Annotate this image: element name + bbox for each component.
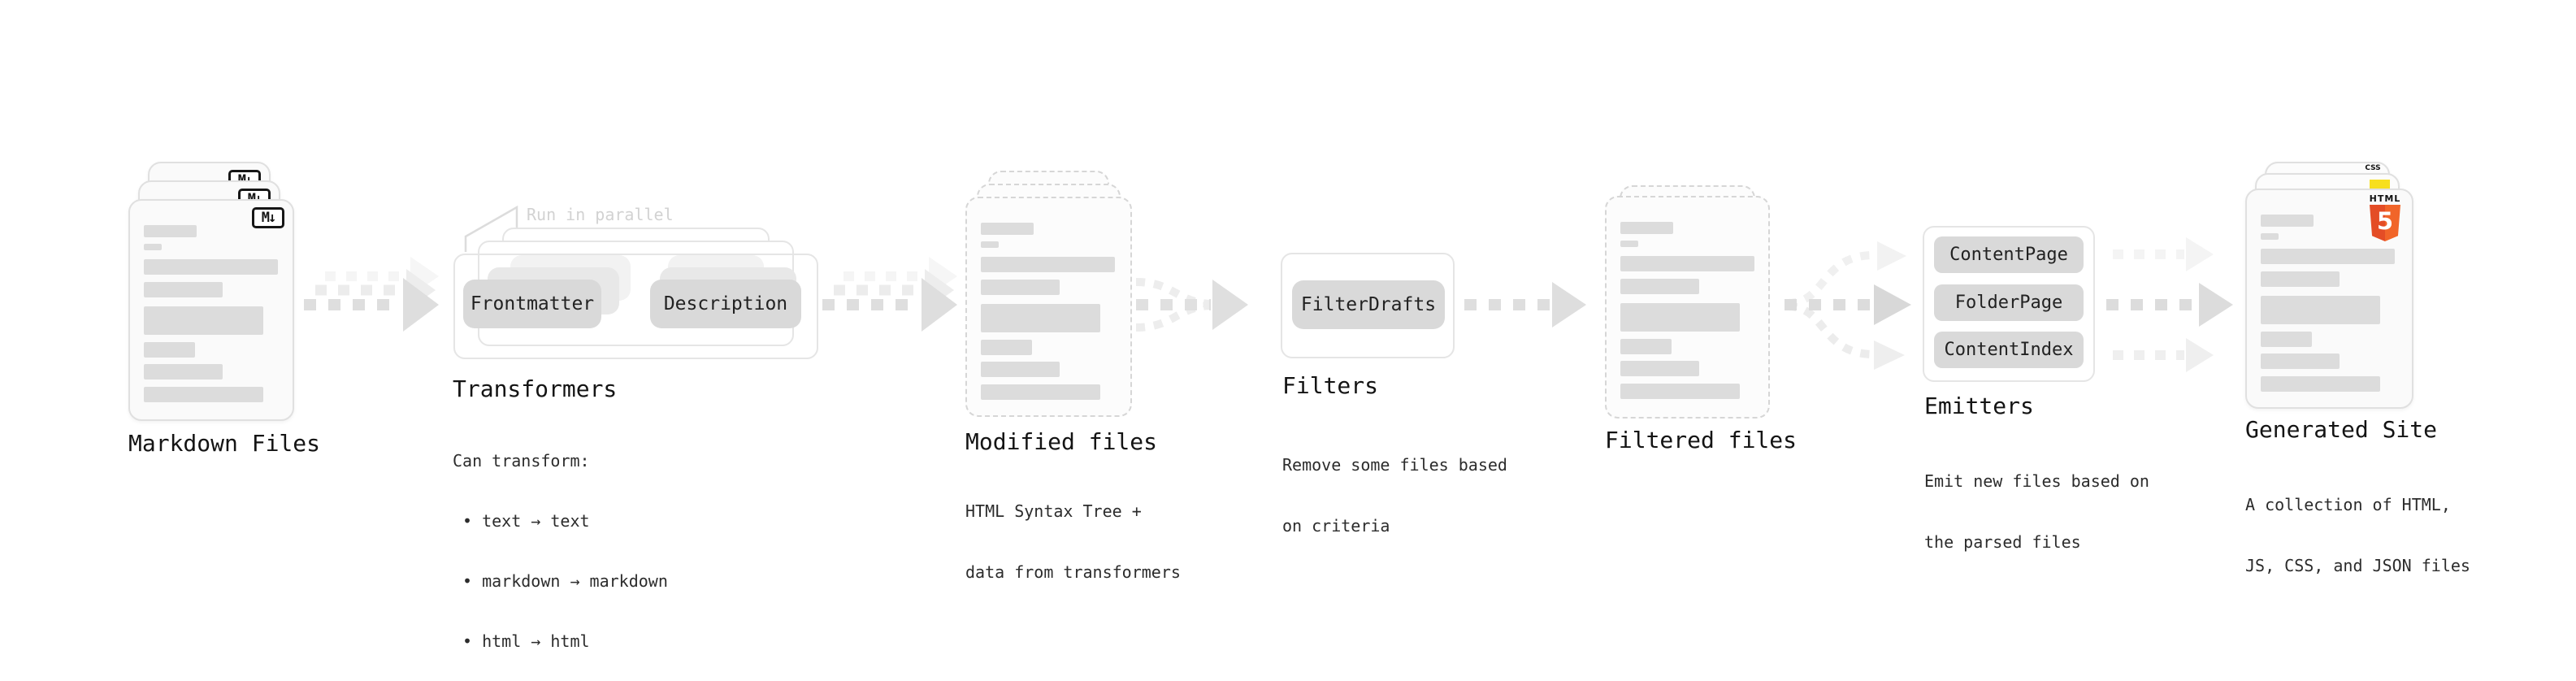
placeholder-bar — [981, 362, 1060, 377]
placeholder-bar — [981, 304, 1100, 332]
arrow-transformers-to-modified — [822, 257, 957, 332]
contentindex-pill: ContentIndex — [1934, 332, 2084, 368]
placeholder-bar — [2261, 215, 2314, 227]
placeholder-bar — [144, 364, 223, 380]
frontmatter-pill: Frontmatter — [463, 280, 601, 328]
html5-icon-number: 5 — [2376, 207, 2394, 235]
run-in-parallel-leader-line — [464, 205, 518, 252]
description-line: Can transform: — [453, 451, 590, 471]
site-file-card-html: HTML 5 — [2245, 189, 2413, 409]
placeholder-bar — [2261, 332, 2312, 347]
description-line: Remove some files based — [1282, 455, 1507, 475]
markdown-icon: M↓ — [252, 207, 284, 228]
placeholder-bar — [2261, 376, 2380, 392]
run-in-parallel-annotation: Run in parallel — [527, 205, 674, 224]
description-line: on criteria — [1282, 516, 1390, 536]
markdown-file-card-front: M↓ — [128, 199, 294, 421]
description-line: data from transformers — [965, 562, 1181, 582]
filtered-file-card-front — [1605, 196, 1770, 419]
description-line: JS, CSS, and JSON files — [2245, 556, 2470, 575]
arrow-filters-to-filtered — [1464, 282, 1586, 327]
placeholder-bar — [1620, 303, 1740, 332]
placeholder-bar — [1620, 241, 1638, 247]
placeholder-bar — [1620, 384, 1740, 399]
placeholder-bar — [1620, 256, 1754, 271]
stage-title-transformers: Transformers — [453, 375, 618, 402]
filterdrafts-pill: FilterDrafts — [1292, 280, 1445, 329]
placeholder-bar — [144, 387, 263, 402]
modified-file-card-front — [965, 197, 1132, 417]
placeholder-bar — [981, 223, 1034, 235]
placeholder-bar — [981, 241, 999, 248]
description-bullet: • html → html — [462, 631, 590, 651]
html5-icon-label: HTML — [2369, 193, 2401, 204]
html5-icon: HTML 5 — [2366, 194, 2404, 241]
placeholder-bar — [144, 225, 197, 237]
folderpage-pill: FolderPage — [1934, 284, 2084, 321]
placeholder-bar — [981, 257, 1115, 272]
html5-icon-shield: 5 — [2370, 205, 2400, 241]
js-icon — [2370, 180, 2390, 190]
placeholder-bar — [1620, 222, 1673, 234]
placeholder-bar — [144, 282, 223, 297]
stage-title-emitters: Emitters — [1924, 393, 2034, 419]
placeholder-bar — [981, 280, 1060, 295]
description-pill: Description — [650, 280, 801, 328]
arrow-filtered-to-emitters — [1785, 241, 1911, 370]
arrow-markdown-to-transformers — [304, 257, 439, 332]
description-line: A collection of HTML, — [2245, 495, 2451, 514]
stage-title-filtered-files: Filtered files — [1605, 427, 1798, 453]
arrow-modified-to-filters — [1135, 278, 1248, 332]
stage-title-markdown-files: Markdown Files — [128, 430, 321, 457]
placeholder-bar — [981, 340, 1032, 355]
stage-description-modified-files: HTML Syntax Tree + data from transformer… — [965, 462, 1181, 622]
placeholder-bar — [2261, 354, 2340, 369]
transformer-box-front — [453, 254, 818, 359]
description-bullet: • text → text — [462, 511, 590, 531]
placeholder-bar — [2261, 271, 2340, 287]
placeholder-bar — [2261, 249, 2395, 264]
placeholder-bar — [144, 259, 278, 275]
description-bullet: • markdown → markdown — [462, 571, 668, 591]
stage-description-emitters: Emit new files based on the parsed files — [1924, 432, 2149, 592]
arrow-emitters-to-site — [2106, 237, 2233, 372]
description-line: the parsed files — [1924, 532, 2081, 552]
placeholder-bar — [144, 342, 195, 358]
stage-description-generated-site: A collection of HTML, JS, CSS, and JSON … — [2245, 455, 2470, 616]
contentpage-pill: ContentPage — [1934, 236, 2084, 273]
description-line: HTML Syntax Tree + — [965, 501, 1142, 521]
placeholder-bar — [2261, 296, 2380, 324]
stage-title-generated-site: Generated Site — [2245, 416, 2438, 443]
placeholder-bar — [144, 306, 263, 335]
placeholder-bar — [1620, 279, 1699, 294]
description-line: Emit new files based on — [1924, 471, 2149, 491]
placeholder-bar — [1620, 339, 1672, 354]
stage-description-transformers: Can transform: • text → text • markdown … — [453, 411, 668, 681]
placeholder-bar — [144, 244, 162, 250]
stage-title-modified-files: Modified files — [965, 428, 1158, 455]
stage-title-filters: Filters — [1282, 372, 1379, 399]
placeholder-bar — [981, 384, 1100, 400]
placeholder-bar — [1620, 361, 1699, 376]
stage-description-filters: Remove some files based on criteria — [1282, 415, 1507, 576]
css-icon-label: CSS — [2365, 164, 2381, 172]
placeholder-bar — [2261, 233, 2279, 240]
